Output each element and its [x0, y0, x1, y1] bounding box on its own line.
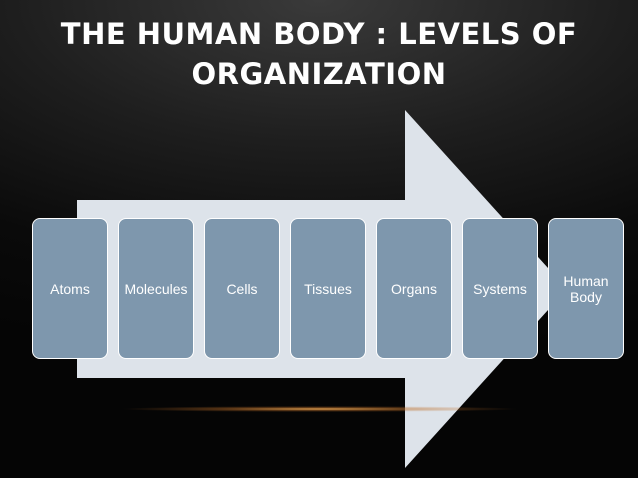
- level-box-human-body: Human Body: [548, 218, 624, 359]
- level-box-cells: Cells: [204, 218, 280, 359]
- level-box-organs: Organs: [376, 218, 452, 359]
- floor-highlight: [120, 406, 520, 412]
- level-box-atoms: Atoms: [32, 218, 108, 359]
- level-box-systems: Systems: [462, 218, 538, 359]
- level-box-molecules: Molecules: [118, 218, 194, 359]
- slide-title: THE HUMAN BODY : LEVELS OF ORGANIZATION: [60, 17, 578, 91]
- level-box-tissues: Tissues: [290, 218, 366, 359]
